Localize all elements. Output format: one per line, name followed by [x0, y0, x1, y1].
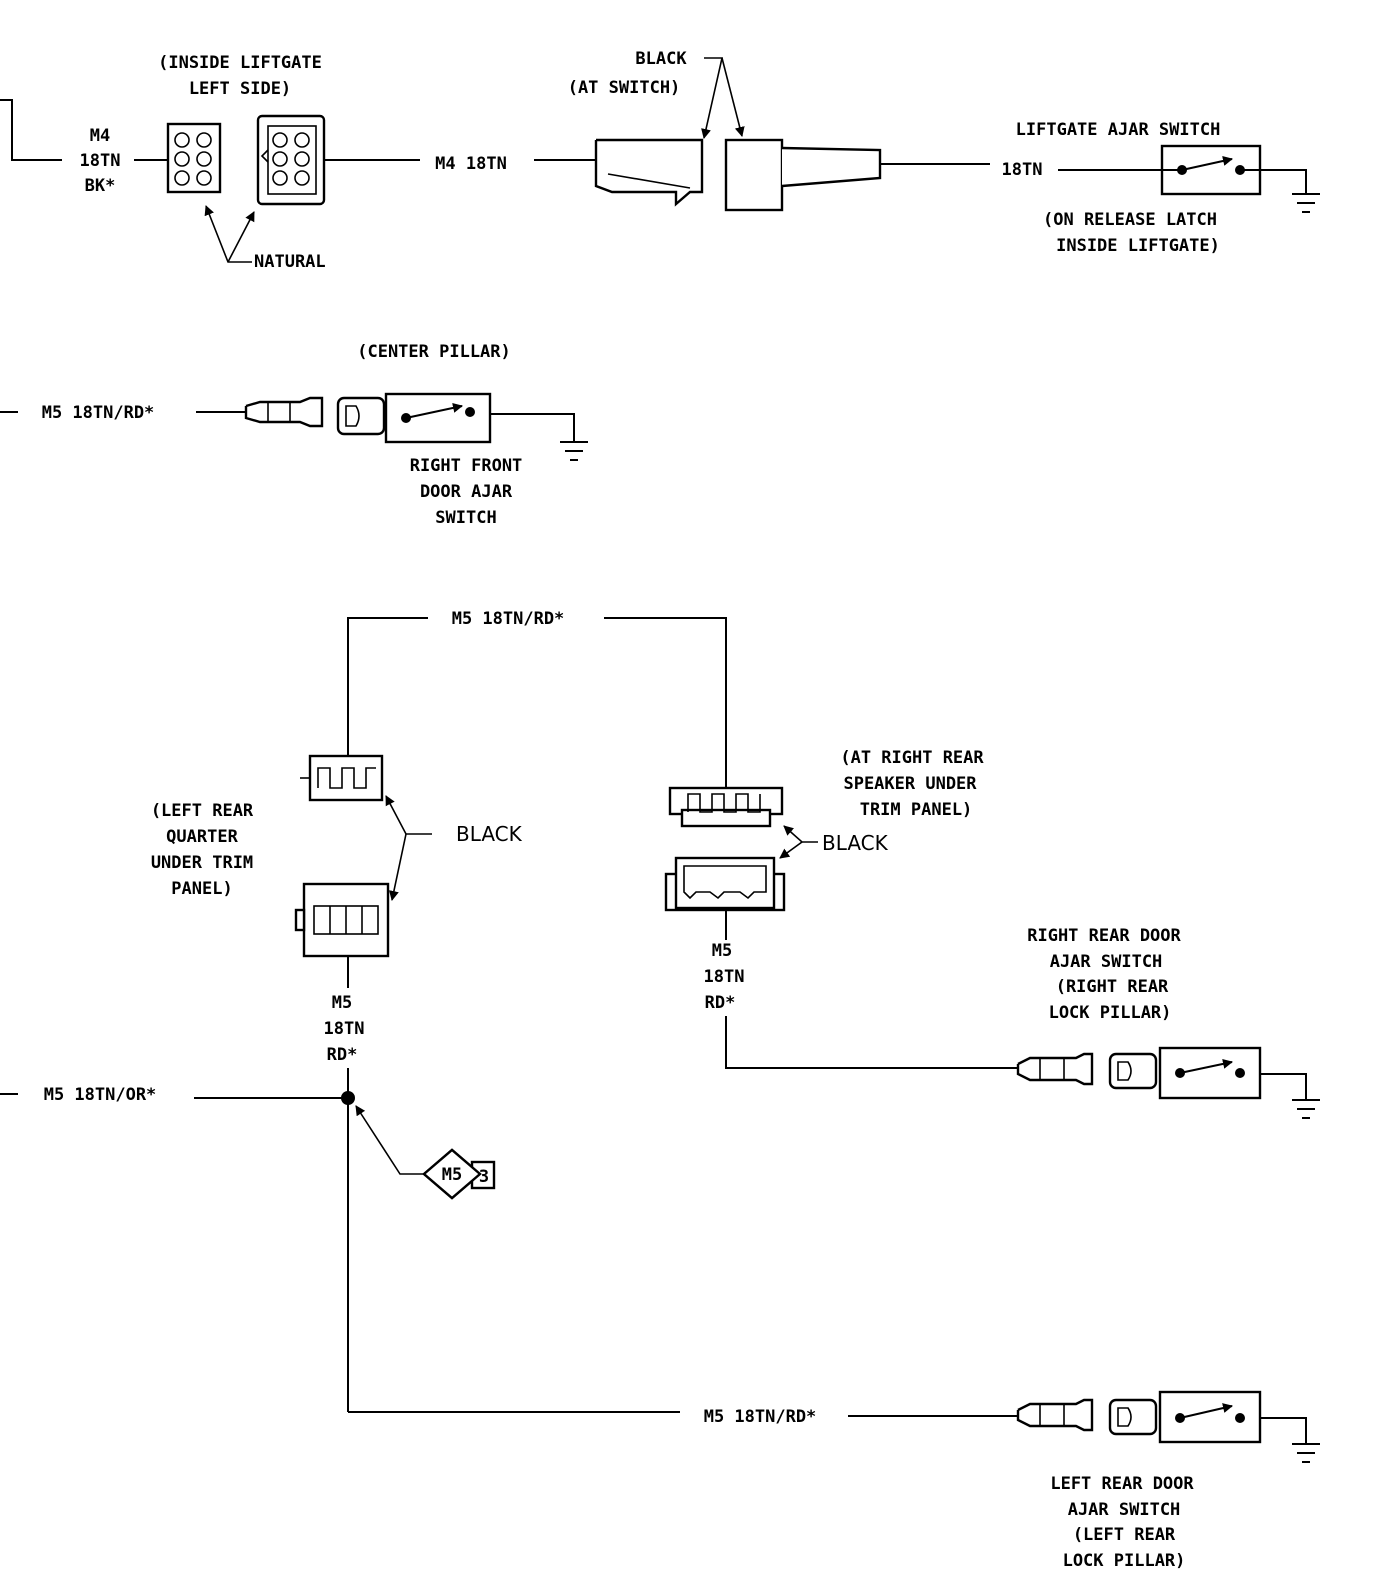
liftgate-left-wire-label-line3: BK* — [85, 176, 116, 196]
speaker-connector-bottom — [664, 856, 786, 912]
speaker-location-line3: TRIM PANEL) — [860, 800, 973, 820]
switch-connector-location: (AT SWITCH) — [568, 78, 681, 98]
main-wire-label: M5 18TN/OR* — [44, 1085, 157, 1105]
right-wire-label-line2: 18TN — [704, 967, 745, 987]
speaker-black-arrow-down — [779, 841, 803, 859]
splice-ref-arrow — [355, 1105, 424, 1175]
splice-reference-tag: M5 3 — [422, 1148, 496, 1200]
black-arrow-right — [721, 57, 745, 137]
liftgate-ground-wire — [1260, 169, 1307, 194]
liftgate-section: (INSIDE LIFTGATE LEFT SIDE) M4 18TN BK* — [0, 49, 1321, 272]
left-rear-location-line2: QUARTER — [166, 827, 238, 847]
liftgate-left-wire-label-line2: 18TN — [80, 151, 121, 171]
ground-icon — [1291, 1443, 1321, 1463]
black-arrow-left — [701, 57, 723, 139]
liftgate-middle-wire-label: M4 18TN — [435, 154, 507, 174]
switch-connector-color: BLACK — [635, 49, 687, 69]
right-wire-label-line3: RD* — [705, 993, 736, 1013]
rr-switch-label-line2: AJAR SWITCH — [1050, 952, 1163, 972]
rr-switch-label-line3: (RIGHT REAR — [1056, 977, 1169, 997]
liftgate-left-wire-label-line1: M4 — [90, 126, 110, 146]
splice-dot — [341, 1091, 355, 1105]
liftgate-connector-color: NATURAL — [254, 252, 326, 272]
liftgate-switch-wire-label: 18TN — [1002, 160, 1043, 180]
rr-connector-female — [1108, 1052, 1158, 1090]
ground-icon — [1291, 193, 1321, 213]
rf-ground-wire — [490, 413, 575, 442]
left-black-arrow-down — [388, 833, 407, 901]
natural-arrow-left — [204, 205, 252, 263]
rr-switch-label-line1: RIGHT REAR DOOR — [1027, 926, 1181, 946]
liftgate-connector-male — [166, 122, 222, 194]
splice-ref-code: M5 — [442, 1165, 462, 1185]
lr-ground-wire — [1260, 1417, 1307, 1444]
left-rear-location-line3: UNDER TRIM — [151, 853, 253, 873]
ground-icon — [559, 441, 589, 461]
rear-section: M5 18TN/RD* BLACK (LEFT REAR QUARTER UND… — [0, 609, 1321, 1571]
lr-door-ajar-switch — [1158, 1390, 1262, 1444]
rf-switch-label-line1: RIGHT FRONT — [410, 456, 523, 476]
rr-ground-wire — [1260, 1073, 1307, 1100]
lr-switch-label-line4: LOCK PILLAR) — [1063, 1551, 1186, 1571]
splice-ref-page: 3 — [479, 1167, 489, 1187]
liftgate-ajar-switch — [1160, 144, 1262, 196]
left-rear-connector-bottom — [294, 882, 390, 958]
left-wire-label-line2: 18TN — [324, 1019, 365, 1039]
natural-arrow-right — [227, 211, 255, 263]
lr-connector-female — [1108, 1398, 1158, 1436]
rf-switch-label-line2: DOOR AJAR — [420, 482, 513, 502]
speaker-connector-top — [668, 786, 784, 828]
top-loop-wire-right — [604, 617, 727, 790]
liftgate-switch-title: LIFTGATE AJAR SWITCH — [1016, 120, 1221, 140]
lr-switch-label-line2: AJAR SWITCH — [1068, 1500, 1181, 1520]
right-front-section: (CENTER PILLAR) M5 18TN/RD* RIGHT FRONT … — [0, 342, 589, 528]
center-pillar-label: (CENTER PILLAR) — [357, 342, 511, 362]
speaker-connector-color: BLACK — [822, 831, 889, 855]
lr-connector-male — [1016, 1398, 1094, 1432]
liftgate-switch-connector-plug — [594, 138, 704, 207]
lr-switch-label-line3: (LEFT REAR — [1073, 1525, 1176, 1545]
rr-connector-male — [1016, 1052, 1094, 1086]
rf-wire-label: M5 18TN/RD* — [42, 403, 155, 423]
left-rear-location-line4: PANEL) — [171, 879, 232, 899]
top-loop-wire-left — [347, 617, 428, 758]
right-rear-switch-wire — [725, 1016, 1018, 1069]
speaker-location-line2: SPEAKER UNDER — [843, 774, 977, 794]
liftgate-connector-female — [256, 114, 326, 206]
liftgate-switch-connector-socket — [724, 138, 882, 212]
speaker-location-line1: (AT RIGHT REAR — [840, 748, 984, 768]
left-wire-label-line3: RD* — [327, 1045, 358, 1065]
liftgate-connector-location-line2: LEFT SIDE) — [189, 79, 291, 99]
bottom-wire-label: M5 18TN/RD* — [704, 1407, 817, 1427]
rr-door-ajar-switch — [1158, 1046, 1262, 1100]
speaker-black-arrow-up — [783, 825, 818, 843]
right-wire-label-line1: M5 — [712, 941, 732, 961]
rf-switch-label-line3: SWITCH — [435, 508, 496, 528]
rf-connector-female — [336, 396, 386, 436]
left-connector-color: BLACK — [456, 822, 523, 846]
top-loop-wire-label: M5 18TN/RD* — [452, 609, 565, 629]
rr-switch-label-line4: LOCK PILLAR) — [1049, 1003, 1172, 1023]
liftgate-left-wire — [0, 99, 62, 161]
left-wire-label-line1: M5 — [332, 993, 352, 1013]
rf-connector-male — [244, 396, 324, 428]
rf-door-ajar-switch — [384, 392, 492, 444]
ground-icon — [1291, 1099, 1321, 1119]
left-rear-connector-top — [300, 754, 384, 802]
left-rear-location-line1: (LEFT REAR — [151, 801, 254, 821]
liftgate-switch-location-line2: INSIDE LIFTGATE) — [1056, 236, 1220, 256]
lr-switch-label-line1: LEFT REAR DOOR — [1050, 1474, 1194, 1494]
liftgate-switch-location-line1: (ON RELEASE LATCH — [1043, 210, 1217, 230]
left-black-arrow-up — [385, 795, 432, 835]
liftgate-connector-location-line1: (INSIDE LIFTGATE — [158, 53, 322, 73]
